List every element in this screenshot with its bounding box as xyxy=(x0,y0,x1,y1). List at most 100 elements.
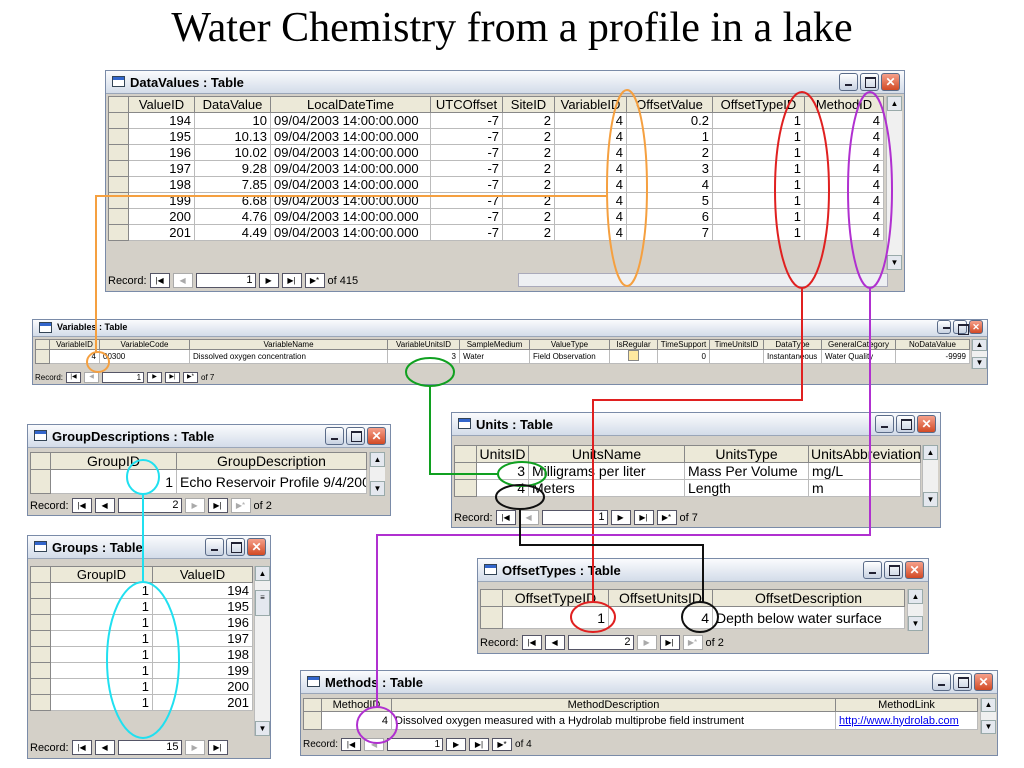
units-titlebar[interactable]: Units : Table ✕ xyxy=(452,413,940,436)
scroll-down-arrow-icon[interactable]: ▼ xyxy=(923,492,938,507)
close-button[interactable]: ✕ xyxy=(367,427,386,445)
close-button[interactable]: ✕ xyxy=(969,320,983,334)
cell[interactable]: -7 xyxy=(430,128,503,145)
cell[interactable]: 1 xyxy=(50,678,153,695)
first-record-icon[interactable]: |◀ xyxy=(71,498,92,513)
cell[interactable]: Mass Per Volume xyxy=(684,462,809,480)
cell[interactable]: 194 xyxy=(128,112,195,129)
cell[interactable]: 4 xyxy=(321,711,392,730)
column-header[interactable]: GroupID xyxy=(50,566,153,583)
cell[interactable]: 0 xyxy=(657,349,710,364)
offsettypes-titlebar[interactable]: OffsetTypes : Table ✕ xyxy=(478,559,928,582)
column-header[interactable]: VariableID xyxy=(554,96,627,113)
variables-window[interactable]: Variables : Table ✕ VariableID VariableC… xyxy=(32,319,988,385)
close-button[interactable]: ✕ xyxy=(905,561,924,579)
cell[interactable]: Field Observation xyxy=(529,349,610,364)
cell[interactable]: Dissolved oxygen measured with a Hydrola… xyxy=(391,711,836,730)
cell[interactable]: Water Quality xyxy=(821,349,896,364)
column-header[interactable]: IsRegular xyxy=(609,339,658,350)
cell[interactable]: 1 xyxy=(50,694,153,711)
cell[interactable]: 4 xyxy=(49,349,100,364)
minimize-button[interactable] xyxy=(205,538,224,556)
next-record-icon[interactable]: ▶ xyxy=(610,510,631,525)
previous-record-icon[interactable]: ◀ xyxy=(94,740,115,755)
row-selector[interactable] xyxy=(108,112,129,129)
cell[interactable]: 2 xyxy=(502,208,555,225)
column-header[interactable]: UnitsType xyxy=(684,445,809,463)
cell[interactable]: 09/04/2003 14:00:00.000 xyxy=(270,176,431,193)
column-header[interactable]: UnitsName xyxy=(528,445,685,463)
cell[interactable]: -7 xyxy=(430,160,503,177)
scroll-down-arrow-icon[interactable]: ▼ xyxy=(887,255,902,270)
cell[interactable]: 1 xyxy=(712,128,805,145)
methods-titlebar[interactable]: Methods : Table ✕ xyxy=(301,671,997,694)
cell[interactable]: 197 xyxy=(152,630,253,647)
cell[interactable]: Milligrams per liter xyxy=(528,462,685,480)
record-number-input[interactable]: 2 xyxy=(567,635,634,650)
row-selector-header[interactable] xyxy=(480,589,503,607)
row-selector-header[interactable] xyxy=(35,339,50,350)
cell[interactable]: 194 xyxy=(152,582,253,599)
minimize-button[interactable] xyxy=(932,673,951,691)
cell[interactable]: 1 xyxy=(712,192,805,209)
minimize-button[interactable] xyxy=(863,561,882,579)
vertical-scrollbar[interactable]: ▲ ▼ xyxy=(886,96,902,270)
cell[interactable]: 2 xyxy=(502,112,555,129)
first-record-icon[interactable]: |◀ xyxy=(495,510,516,525)
row-selector[interactable] xyxy=(30,694,51,711)
cell[interactable]: 201 xyxy=(128,224,195,241)
new-record-icon[interactable]: ▶* xyxy=(656,510,677,525)
previous-record-icon[interactable]: ◀ xyxy=(518,510,539,525)
minimize-button[interactable] xyxy=(937,320,951,334)
next-record-icon[interactable]: ▶ xyxy=(147,372,163,383)
cell[interactable]: 4 xyxy=(804,208,884,225)
next-record-icon[interactable]: ▶ xyxy=(636,635,657,650)
previous-record-icon[interactable]: ◀ xyxy=(94,498,115,513)
cell[interactable]: 1 xyxy=(712,160,805,177)
close-button[interactable]: ✕ xyxy=(917,415,936,433)
column-header[interactable]: GroupID xyxy=(50,452,177,470)
cell[interactable]: 4 xyxy=(554,224,627,241)
column-header[interactable]: VariableCode xyxy=(99,339,190,350)
column-header[interactable]: VariableUnitsID xyxy=(387,339,460,350)
column-header[interactable]: SampleMedium xyxy=(459,339,530,350)
offsettypes-window[interactable]: OffsetTypes : Table ✕ OffsetTypeID Offse… xyxy=(477,558,929,654)
cell[interactable]: 10.13 xyxy=(194,128,271,145)
cell[interactable]: 09/04/2003 14:00:00.000 xyxy=(270,112,431,129)
cell[interactable]: 196 xyxy=(152,614,253,631)
cell[interactable]: 1 xyxy=(50,469,177,494)
cell[interactable]: m xyxy=(808,479,921,497)
column-header[interactable]: LocalDateTime xyxy=(270,96,431,113)
column-header[interactable]: UnitsID xyxy=(476,445,529,463)
row-selector[interactable] xyxy=(35,349,50,364)
cell[interactable]: 199 xyxy=(128,192,195,209)
groupdescriptions-titlebar[interactable]: GroupDescriptions : Table ✕ xyxy=(28,425,390,448)
record-number-input[interactable]: 15 xyxy=(117,740,182,755)
row-selector-header[interactable] xyxy=(108,96,129,113)
cell[interactable]: Meters xyxy=(528,479,685,497)
cell[interactable]: 1 xyxy=(50,598,153,615)
scroll-up-arrow-icon[interactable]: ▲ xyxy=(370,452,385,467)
scroll-down-arrow-icon[interactable]: ▼ xyxy=(972,357,987,369)
cell[interactable]: 2 xyxy=(502,176,555,193)
cell[interactable]: 4 xyxy=(554,160,627,177)
row-selector[interactable] xyxy=(108,192,129,209)
column-header[interactable]: GeneralCategory xyxy=(821,339,896,350)
close-button[interactable]: ✕ xyxy=(974,673,993,691)
minimize-button[interactable] xyxy=(839,73,858,91)
cell[interactable]: 4 xyxy=(804,128,884,145)
row-selector[interactable] xyxy=(30,469,51,494)
cell[interactable]: 09/04/2003 14:00:00.000 xyxy=(270,224,431,241)
first-record-icon[interactable]: |◀ xyxy=(149,273,170,288)
cell[interactable]: 4 xyxy=(554,176,627,193)
